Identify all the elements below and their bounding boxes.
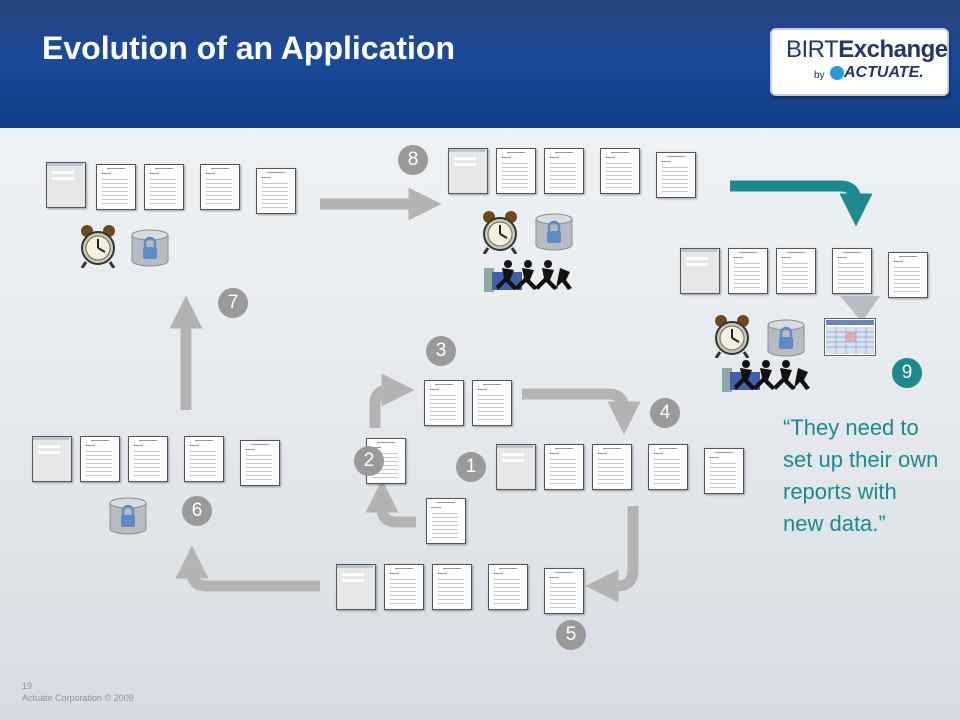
report-thumbnail <box>728 248 768 294</box>
report-thumbnail <box>80 436 120 482</box>
step-badge-7: 7 <box>218 288 248 318</box>
alarm-clock-icon <box>714 315 750 358</box>
report-thumbnail <box>832 248 872 294</box>
report-thumbnail <box>704 448 744 494</box>
alarm-clock-icon <box>482 211 518 254</box>
report-thumbnail <box>184 436 224 482</box>
arrow-4-to-5 <box>585 506 639 603</box>
database-lock-icon <box>535 213 573 251</box>
report-thumbnail <box>432 564 472 610</box>
arrow-3-to-4 <box>522 388 641 435</box>
runners-icon <box>484 260 572 292</box>
report-thumbnail <box>544 444 584 490</box>
report-thumbnail <box>424 380 464 426</box>
callout-pointer <box>840 296 880 322</box>
form-thumbnail <box>32 436 72 482</box>
alarm-clock-icon <box>80 225 116 268</box>
form-thumbnail <box>46 162 86 208</box>
form-thumbnail <box>448 148 488 194</box>
slide-title: Evolution of an Application <box>42 30 456 66</box>
copyright: Actuate Corporation © 2009 <box>22 693 134 703</box>
database-lock-icon <box>767 319 805 357</box>
database-lock-icon <box>109 497 147 535</box>
report-thumbnail <box>776 248 816 294</box>
form-thumbnail <box>496 444 536 490</box>
step-badge-3: 3 <box>426 336 456 366</box>
step-badge-1: 1 <box>456 452 486 482</box>
report-thumbnail <box>256 168 296 214</box>
report-thumbnail <box>888 252 928 298</box>
report-thumbnail <box>384 564 424 610</box>
arrow-2-to-3 <box>369 373 415 428</box>
step-badge-5: 5 <box>556 620 586 650</box>
form-thumbnail <box>680 248 720 294</box>
step-badge-2: 2 <box>354 446 384 476</box>
slide-footer: 19 Actuate Corporation © 2009 <box>22 680 134 704</box>
arrow-1-to-2 <box>365 479 416 528</box>
arrow-8-to-9 <box>730 180 873 227</box>
report-thumbnail <box>656 152 696 198</box>
report-thumbnail <box>488 564 528 610</box>
report-thumbnail <box>426 498 466 544</box>
runners-icon <box>722 360 810 392</box>
step-badge-4: 4 <box>650 398 680 428</box>
report-thumbnail <box>144 164 184 210</box>
report-thumbnail <box>200 164 240 210</box>
page-number: 19 <box>22 681 33 691</box>
report-thumbnail <box>600 148 640 194</box>
report-thumbnail <box>472 380 512 426</box>
form-thumbnail <box>336 564 376 610</box>
arrow-5-to-6 <box>175 545 320 592</box>
birt-exchange-logo: BIRTExchange by ACTUATE. <box>770 28 949 96</box>
actuate-swoosh-icon <box>830 66 844 80</box>
report-thumbnail <box>496 148 536 194</box>
step-badge-6: 6 <box>182 496 212 526</box>
step-badge-9: 9 <box>892 358 922 388</box>
spreadsheet-icon <box>824 318 876 356</box>
user-quote: “They need to set up their own reports w… <box>783 415 939 536</box>
report-thumbnail <box>544 148 584 194</box>
report-thumbnail <box>240 440 280 486</box>
database-lock-icon <box>131 229 169 267</box>
report-thumbnail <box>96 164 136 210</box>
report-thumbnail <box>128 436 168 482</box>
step-badge-8: 8 <box>398 145 428 175</box>
report-thumbnail <box>648 444 688 490</box>
report-thumbnail <box>544 568 584 614</box>
report-thumbnail <box>592 444 632 490</box>
